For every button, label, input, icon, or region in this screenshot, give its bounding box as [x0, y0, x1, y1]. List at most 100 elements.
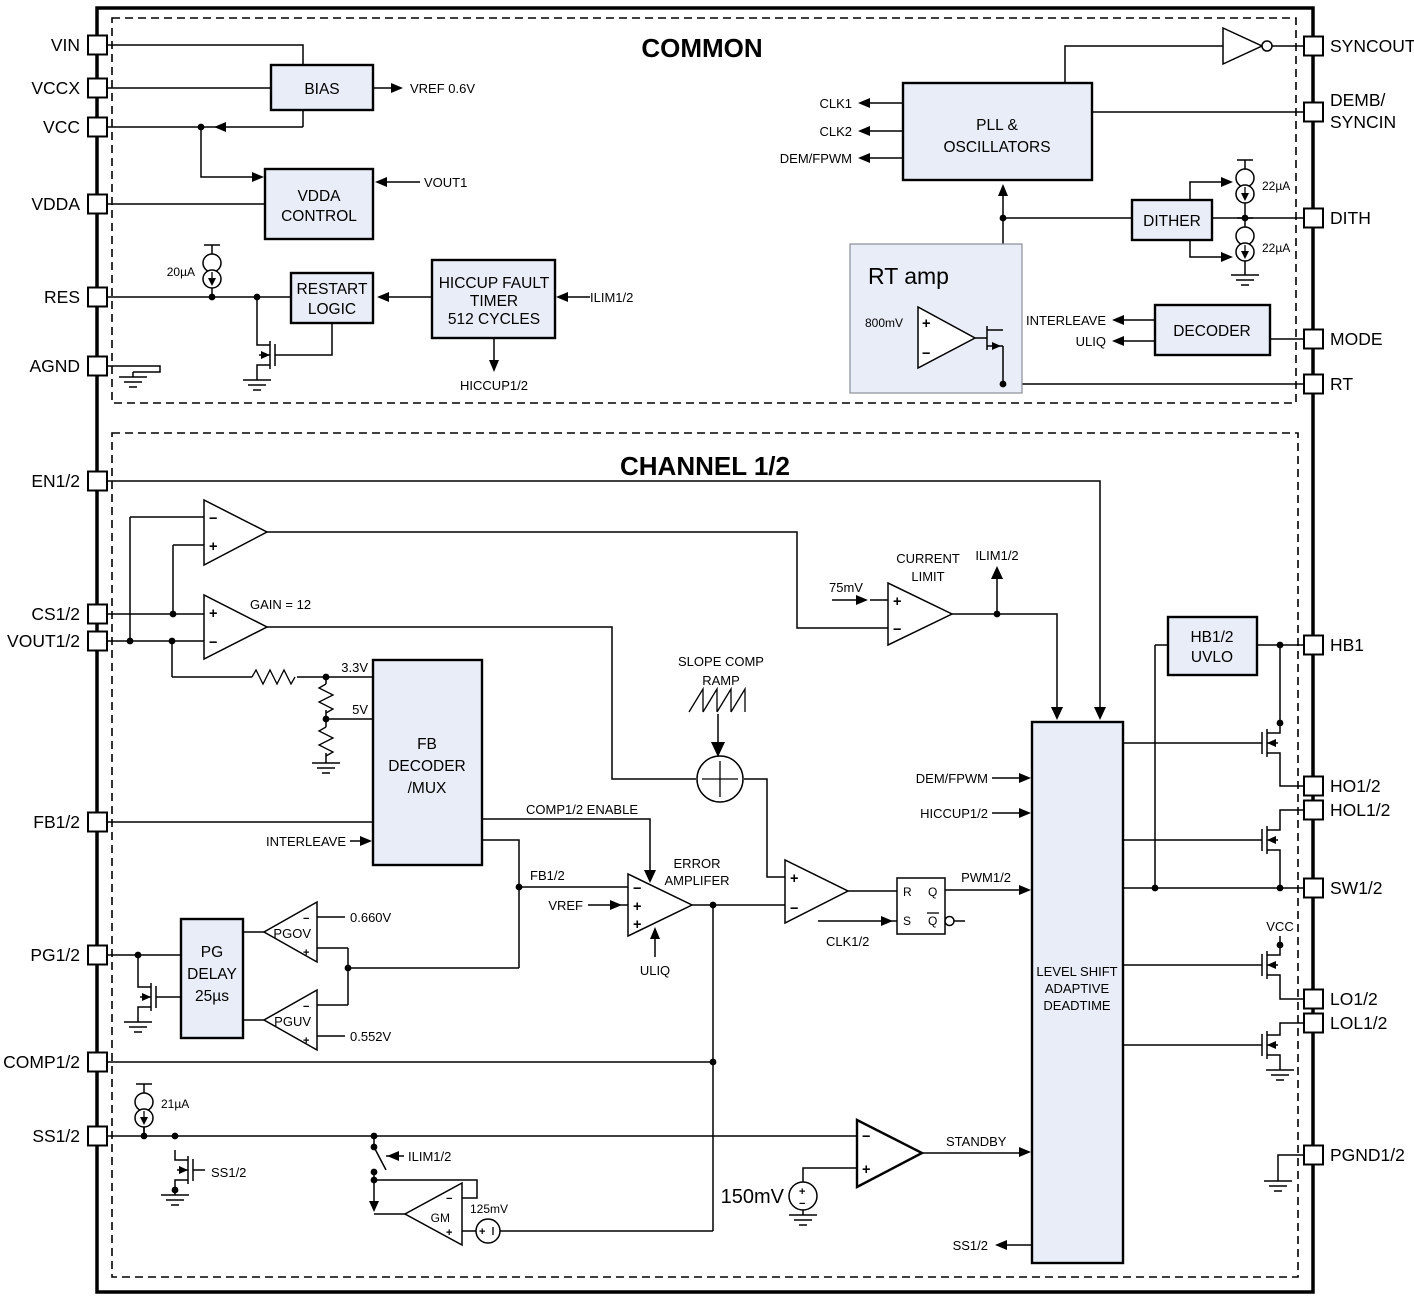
- latch-bubble-icon: [944, 915, 955, 927]
- pin-label-hb1: HB1: [1330, 635, 1364, 655]
- pin-label-pg: PG1/2: [30, 945, 80, 965]
- rt-plus: +: [922, 316, 930, 332]
- channel-blocks: − + + − GAIN = 12 FB DECODER /MUX 3.3V 5…: [123, 498, 1295, 1265]
- hb-uvlo-block: [1166, 615, 1259, 677]
- current-source-22ua-top: [1235, 159, 1255, 213]
- pin-syncout: [1303, 35, 1324, 57]
- pwm-minus: −: [790, 901, 798, 917]
- sr-latch: [896, 877, 946, 935]
- vref06-label: VREF 0.6V: [410, 81, 475, 96]
- v0660-label: 0.660V: [350, 910, 392, 925]
- pin-vdda: [87, 193, 108, 215]
- restart-fet-ground: [242, 374, 272, 391]
- dither-label: DITHER: [1143, 213, 1201, 230]
- i22-top-label: 22µA: [1262, 179, 1290, 193]
- pin-label-comp: COMP1/2: [3, 1052, 80, 1072]
- mv150-label: 150mV: [721, 1186, 785, 1208]
- pin-cs: [87, 603, 108, 625]
- latch-r: R: [903, 885, 912, 899]
- ls-label-2: ADAPTIVE: [1045, 981, 1110, 996]
- level-shift-block: [1030, 720, 1125, 1265]
- pin-label-res: RES: [44, 287, 80, 307]
- vout1-label: VOUT1: [424, 175, 467, 190]
- fbmux-label-1: FB: [417, 736, 437, 753]
- pin-label-pgnd: PGND1/2: [1330, 1145, 1405, 1165]
- pll-block: [901, 81, 1094, 182]
- uliq-out-label: ULIQ: [1076, 334, 1106, 349]
- en-comparator: [203, 498, 269, 567]
- current-source-21ua: [134, 1083, 154, 1137]
- pgnd-ground: [1263, 1175, 1293, 1192]
- pin-label-vcc: VCC: [43, 117, 80, 137]
- pin-lol: [1303, 1012, 1324, 1034]
- pin-label-fb: FB1/2: [33, 812, 80, 832]
- restart-label-2: LOGIC: [308, 301, 356, 318]
- channel-section-box: [111, 432, 1299, 1278]
- ho-fet: [1249, 722, 1281, 764]
- error-amplifier: [627, 872, 694, 938]
- mv125-label: 125mV: [470, 1202, 508, 1216]
- pin-label-syncout: SYNCOUT: [1330, 36, 1414, 56]
- latch-q: Q: [928, 885, 937, 899]
- pgov-minus: −: [303, 913, 309, 925]
- rt-fet: [975, 326, 1004, 384]
- pin-label-lol: LOL1/2: [1330, 1013, 1387, 1033]
- pg-delay-block: [179, 917, 245, 1040]
- gm-plus: +: [446, 1227, 452, 1239]
- pin-pgnd: [1303, 1144, 1324, 1166]
- ea-minus: −: [633, 881, 641, 897]
- pins-right: SYNCOUT DEMB/ SYNCIN DITH MODE RT HB1 HO…: [1303, 35, 1414, 1166]
- pwm12-label: PWM1/2: [961, 870, 1011, 885]
- i22-bottom-label: 22µA: [1262, 241, 1290, 255]
- pin-res: [87, 286, 108, 308]
- ls-label-3: DEADTIME: [1043, 998, 1111, 1013]
- pin-label-ss: SS1/2: [32, 1126, 80, 1146]
- clk2-label: CLK2: [819, 124, 852, 139]
- ss-out-label: SS1/2: [953, 1238, 988, 1253]
- stb-minus: −: [862, 1129, 870, 1145]
- ilim-switch-label: ILIM1/2: [408, 1149, 451, 1164]
- pin-label-vdda: VDDA: [31, 194, 80, 214]
- pin-fb: [87, 811, 108, 833]
- v0552-label: 0.552V: [350, 1029, 392, 1044]
- pin-demb-syncin: [1303, 101, 1324, 123]
- pin-en: [87, 470, 108, 492]
- cs-minus: −: [209, 635, 217, 651]
- pin-ho: [1303, 775, 1324, 797]
- mv125-source-icon: [475, 1218, 501, 1244]
- fb-mux-block: [371, 658, 484, 867]
- latch-qbar: Q: [928, 914, 937, 928]
- pg-label-1: PG: [201, 944, 223, 961]
- pguv-label: PGUV: [274, 1014, 311, 1029]
- lol-fet: [1249, 1024, 1281, 1066]
- pin-label-rt: RT: [1330, 374, 1353, 394]
- agnd-ground: [118, 371, 148, 388]
- pin-label-demb: DEMB/: [1330, 90, 1386, 110]
- gm-minus: −: [446, 1193, 452, 1205]
- decoder-block: [1153, 303, 1272, 357]
- pwm-plus: +: [790, 871, 798, 887]
- standby-comparator: [855, 1118, 925, 1189]
- bias-block: [269, 63, 375, 112]
- rt-minus: −: [922, 346, 930, 362]
- pin-agnd: [87, 355, 108, 377]
- vdda-label-2: CONTROL: [281, 208, 357, 225]
- hb-uvlo-label-1: HB1/2: [1190, 629, 1233, 646]
- clk1-label: CLK1: [819, 96, 852, 111]
- pg-label-3: 25µs: [195, 988, 229, 1005]
- mv150-ground: [788, 1209, 818, 1226]
- decoder-label: DECODER: [1173, 323, 1251, 340]
- restart-fet: [256, 334, 288, 376]
- mv150-minus: −: [799, 1198, 805, 1210]
- pin-label-vout: VOUT1/2: [7, 631, 80, 651]
- pins-left: VIN VCCX VCC VDDA RES AGND EN1/2 CS1/2 V…: [3, 34, 108, 1147]
- cl-label-1: CURRENT: [896, 551, 960, 566]
- slope-label-1: SLOPE COMP: [678, 654, 764, 669]
- fb12-label: FB1/2: [530, 868, 565, 883]
- dither-block: [1130, 198, 1214, 242]
- pin-label-en: EN1/2: [31, 471, 80, 491]
- pin-label-sw: SW1/2: [1330, 878, 1383, 898]
- pin-label-cs: CS1/2: [31, 604, 80, 624]
- vref-label: VREF: [548, 898, 583, 913]
- pin-vout: [87, 630, 108, 652]
